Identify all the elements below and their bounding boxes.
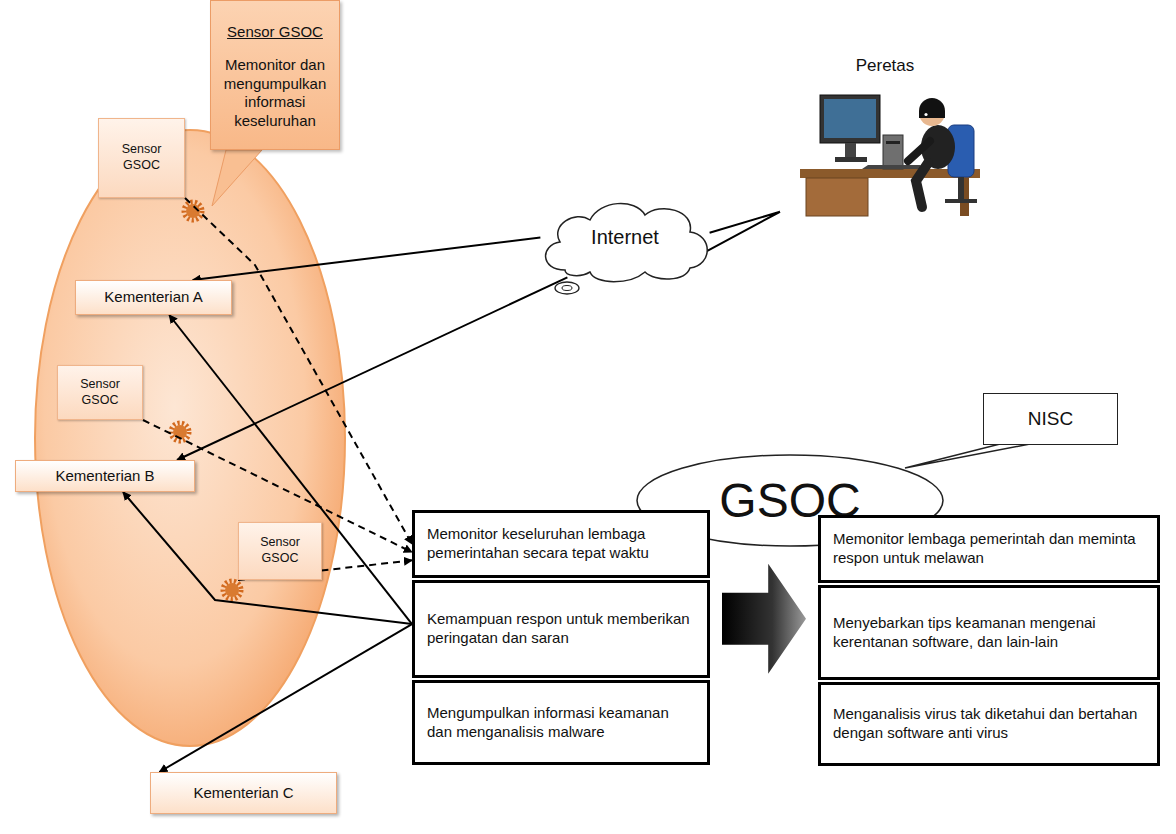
node-label: Menyebarkan tips keamanan mengenai keren… [833, 614, 1145, 652]
node-label: Kemampuan respon untuk memberikan pering… [427, 610, 695, 648]
connector-arrow [169, 315, 412, 624]
node-label: Memonitor keseluruhan lembaga pemerintah… [427, 525, 695, 563]
connector-arrow [123, 492, 412, 624]
node-label: NISC [1028, 407, 1073, 431]
ministry-box: Kementerian C [150, 772, 337, 814]
sensor-box: Sensor GSOC [238, 522, 322, 580]
sensor-box: Sensor GSOC [98, 118, 185, 198]
node-label: Mengumpulkan informasi keamanan dan meng… [427, 704, 695, 742]
node-body: Memonitor dan mengumpulkan informasi kes… [217, 56, 333, 131]
sensor-box: Sensor GSOC [57, 365, 143, 420]
function-box: Memonitor keseluruhan lembaga pemerintah… [412, 510, 710, 578]
callout-tail [212, 150, 262, 206]
function-box: Memonitor lembaga pemerintah dan meminta… [818, 515, 1160, 583]
block-arrow [722, 564, 806, 674]
node-label: Peretas [856, 55, 915, 76]
callout-box: Sensor GSOC Memonitor dan mengumpulkan in… [210, 0, 340, 150]
sensor-dot [223, 581, 241, 599]
function-box: Menyebarkan tips keamanan mengenai keren… [818, 585, 1160, 680]
connector-arrow [193, 238, 541, 281]
node-label: Sensor GSOC [253, 535, 307, 566]
node-label: Sensor GSOC [227, 23, 323, 42]
ministries-ellipse [35, 130, 345, 746]
ministry-box: Kementerian A [75, 280, 232, 315]
node-label: Memonitor lembaga pemerintah dan meminta… [833, 530, 1145, 568]
hacker-figure: Peretas [780, 55, 990, 220]
internet-cloud: Internet [535, 190, 715, 285]
sensor-dot [184, 202, 202, 220]
function-box: Mengumpulkan informasi keamanan dan meng… [412, 680, 710, 765]
node-label: Sensor GSOC [113, 142, 170, 173]
cloud-bubble [562, 286, 572, 291]
function-box: Menganalisis virus tak diketahui dan ber… [818, 682, 1160, 766]
connector-arrow [177, 277, 567, 460]
function-box: Kemampuan respon untuk memberikan pering… [412, 580, 710, 678]
ministry-box: Kementerian B [15, 460, 195, 492]
node-label: Sensor GSOC [72, 377, 128, 408]
node-label: Kementerian B [55, 467, 154, 486]
hacker-illustration [780, 89, 990, 219]
node-label: Kementerian A [104, 288, 202, 307]
connector-arrow [159, 624, 412, 772]
node-label: Kementerian C [193, 784, 293, 803]
callout-box: NISC [983, 393, 1118, 445]
node-label: Internet [591, 225, 659, 250]
dashed-arrow [185, 198, 412, 544]
callout-tail [905, 444, 1030, 468]
cloud-bubble [555, 282, 579, 294]
node-label: Menganalisis virus tak diketahui dan ber… [833, 705, 1145, 743]
